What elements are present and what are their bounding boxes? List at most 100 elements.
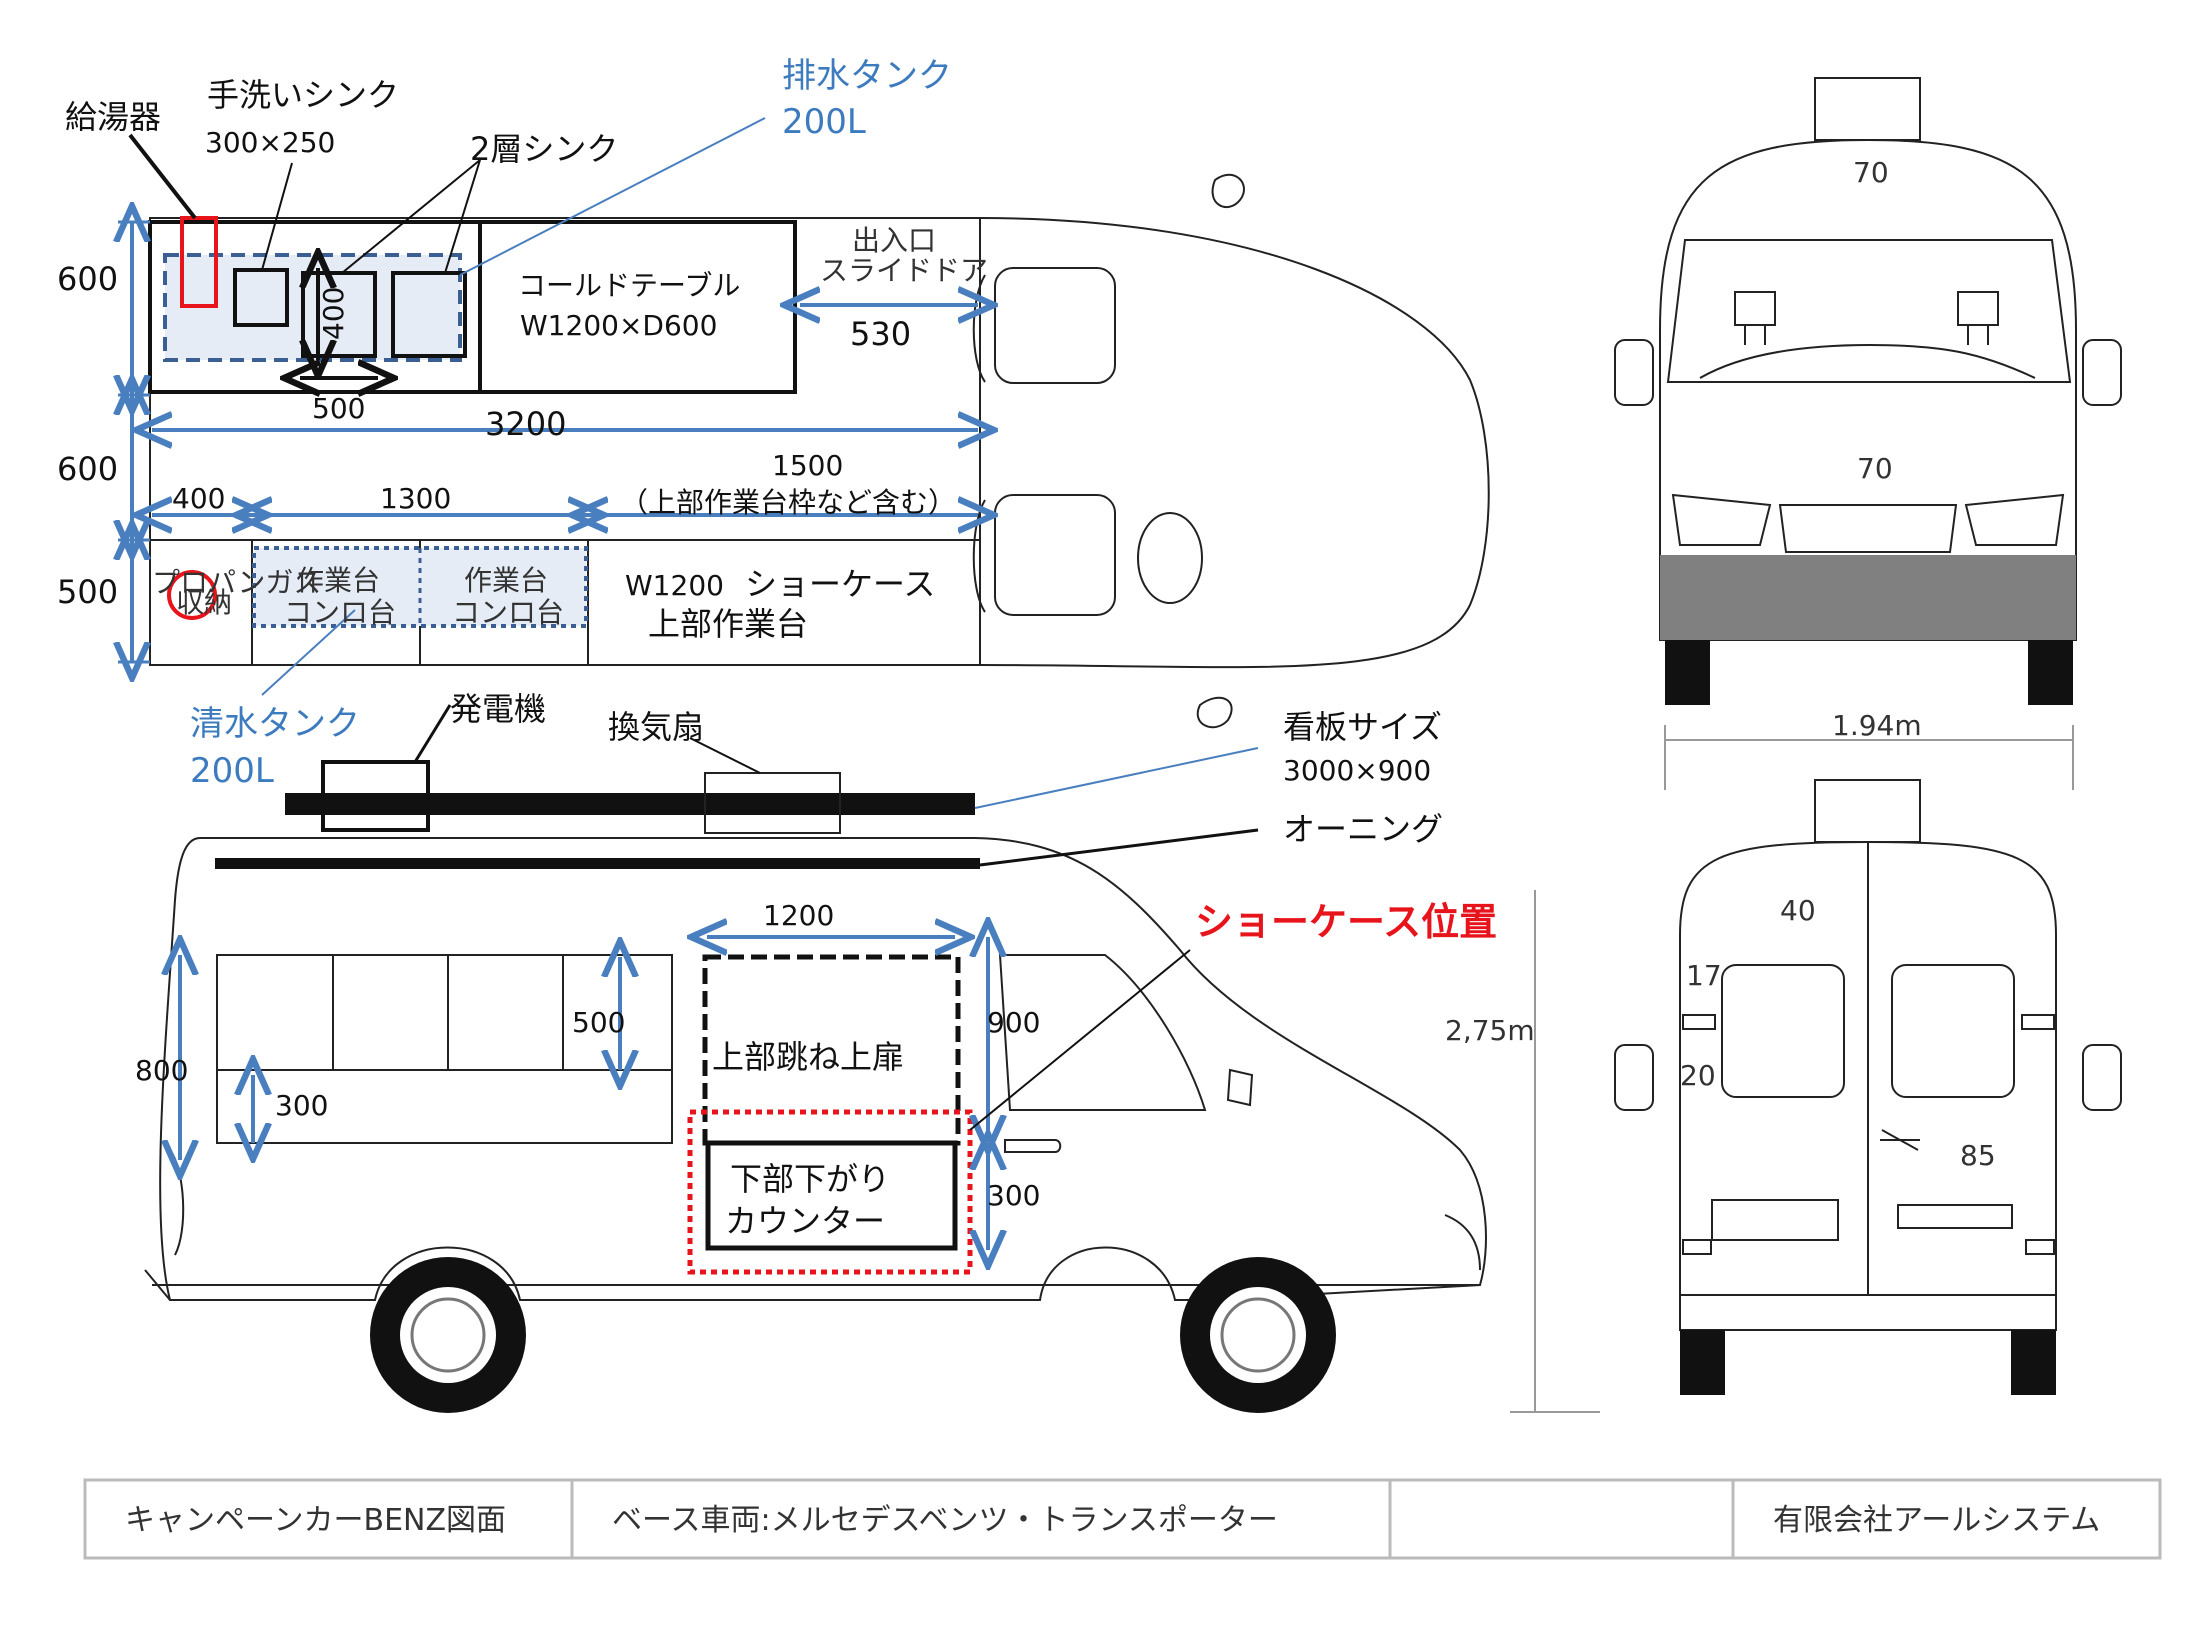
dim-ext-1 (118, 220, 150, 664)
rear-light-right (2021, 1014, 2055, 1030)
leader-drain-tank (459, 117, 766, 276)
dim-line-height (1510, 890, 1600, 1413)
front-headlight-left (1671, 493, 1772, 546)
front-grille (1778, 504, 1958, 553)
title-drawing-name: キャンペーンカーBENZ図面 (125, 1503, 506, 1538)
front-mirror-left (1614, 339, 1654, 406)
label-dim-300-right: 300 (987, 1179, 1040, 1212)
label-rear-85: 85 (1960, 1139, 1996, 1172)
leader-awning (979, 828, 1259, 867)
label-hand-sink: 手洗いシンク (207, 76, 399, 114)
title-company: 有限会社アールシステム (1773, 1503, 2100, 1538)
label-entrance-1: 出入口 (852, 224, 936, 257)
label-dim-500: 500 (572, 1006, 625, 1039)
front-headrest-right (1957, 291, 1999, 345)
label-drain-tank: 排水タンク (782, 56, 952, 96)
front-headrest-left (1734, 291, 1776, 345)
front-seat-top (994, 267, 1116, 384)
label-dim-1300: 1300 (380, 482, 451, 515)
label-dim-sink-400: 400 (317, 287, 350, 340)
label-dim-sink-500: 500 (312, 392, 365, 425)
propane-marker (167, 570, 217, 620)
label-front-width: 1.94m (1832, 709, 1922, 742)
label-dim-300-left: 300 (275, 1089, 328, 1122)
leader-double-sink-1 (341, 159, 481, 274)
leader-showcase-pos (969, 949, 1191, 1131)
generator (321, 760, 430, 832)
leader-water-heater (128, 133, 197, 220)
label-hand-sink-size: 300×250 (205, 126, 335, 159)
front-seat-bottom (994, 494, 1116, 616)
label-dim-600b: 600 (57, 450, 118, 488)
label-dim-500c: 500 (57, 573, 118, 611)
label-fresh-tank: 清水タンク (190, 704, 360, 744)
rear-wheel (370, 1257, 526, 1413)
label-cold-table-size: W1200×D600 (520, 309, 717, 342)
front-tire-left (1665, 640, 1710, 705)
rear-tire-left (1680, 1330, 1725, 1395)
label-rear-40: 40 (1780, 894, 1816, 927)
label-dim-600a: 600 (57, 260, 118, 298)
label-front-70-mid: 70 (1857, 452, 1893, 485)
label-worktable-a-2: コンロ台 (284, 596, 396, 629)
label-rear-20: 20 (1680, 1059, 1716, 1092)
label-water-heater: 給湯器 (65, 98, 161, 136)
mirror-bottom (1196, 696, 1233, 729)
side-windows (216, 954, 673, 1144)
label-sign-size-value: 3000×900 (1283, 754, 1431, 787)
cold-table (478, 220, 797, 394)
front-view: 70 70 1.94m (1614, 77, 2122, 790)
label-double-sink: 2層シンク (470, 130, 618, 168)
top-view-van-outline (149, 217, 1490, 669)
front-window (998, 954, 1207, 1111)
label-dim-3200: 3200 (485, 405, 566, 443)
front-wheel (1180, 1257, 1336, 1413)
label-dim-800: 800 (135, 1054, 188, 1087)
front-dashboard (1699, 343, 2036, 379)
label-fresh-tank-cap: 200L (190, 751, 274, 791)
label-lower-counter-1: 下部下がり (730, 1160, 890, 1198)
roof-box-rear (1814, 779, 1921, 843)
water-heater (180, 216, 218, 308)
leader-fan (689, 737, 761, 774)
roof-box-front (1814, 77, 1921, 141)
label-dim-530: 530 (850, 315, 911, 353)
door-handle (1004, 1139, 1062, 1153)
label-showcase-pos: ショーケース位置 (1195, 900, 1497, 944)
front-body-outline (1659, 138, 2077, 641)
label-fan: 換気扇 (608, 708, 704, 746)
rear-mirror-left (1614, 1044, 1654, 1111)
label-rear-17: 17 (1686, 959, 1722, 992)
leader-double-sink-2 (444, 159, 481, 274)
label-propane-2: 収納 (176, 586, 232, 619)
label-dim-1500: 1500 (772, 449, 843, 482)
rear-step (1897, 1204, 2013, 1229)
title-block: キャンペーンカーBENZ図面 ベース車両:メルセデスベンツ・トランスポーター 有… (83, 1478, 2162, 1560)
rear-light (169, 1149, 185, 1256)
rear-light-left (1682, 1014, 1716, 1030)
seat-back-top (972, 274, 986, 383)
label-dim-1500-note: （上部作業台枠など含む） (620, 486, 956, 519)
label-front-70-top: 70 (1853, 156, 1889, 189)
label-drain-tank-cap: 200L (782, 102, 866, 142)
awning (215, 858, 980, 869)
label-generator: 発電機 (450, 690, 546, 728)
label-dim-1200: 1200 (763, 899, 834, 932)
leader-sign-size (974, 747, 1259, 809)
rear-lamp-left (1682, 1239, 1712, 1255)
label-dim-400: 400 (172, 482, 225, 515)
label-dim-900: 900 (987, 1006, 1040, 1039)
leader-fresh-tank (261, 609, 356, 696)
rear-window-right (1891, 964, 2015, 1098)
lower-counter (705, 1140, 958, 1251)
leader-generator (413, 704, 452, 763)
double-sink-right (391, 271, 467, 358)
rear-bumper (144, 1269, 171, 1301)
label-upper-worktable: 上部作業台 (648, 605, 808, 643)
label-worktable-a-1: 作業台 (296, 564, 380, 597)
hand-sink (233, 268, 289, 327)
label-worktable-b-2: コンロ台 (452, 596, 564, 629)
steering-wheel (1137, 512, 1203, 604)
label-showcase: ショーケース (745, 565, 935, 603)
rear-view: 40 17 20 85 (1614, 779, 2122, 1395)
